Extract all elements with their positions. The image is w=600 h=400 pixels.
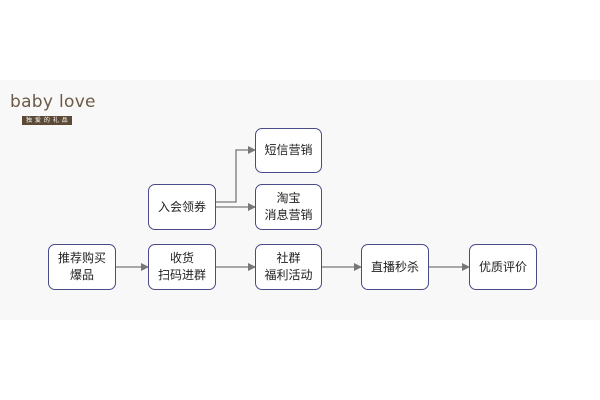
node-recommend-buy-label: 推荐购买 爆品 xyxy=(57,251,106,282)
node-taobao-marketing: 淘宝 消息营销 xyxy=(255,184,322,230)
node-sms-marketing: 短信营销 xyxy=(255,128,322,173)
node-receive-scan-label: 收货 扫码进群 xyxy=(157,251,206,282)
node-community-activity-label: 社群 福利活动 xyxy=(264,251,313,282)
arrow-join-to-sms xyxy=(216,146,256,203)
logo-text: baby love xyxy=(10,92,96,112)
node-join-coupon-label: 入会领券 xyxy=(157,199,206,214)
node-community-activity: 社群 福利活动 xyxy=(255,244,322,290)
node-receive-scan: 收货 扫码进群 xyxy=(148,244,216,290)
node-live-flash-sale-label: 直播秒杀 xyxy=(370,259,419,274)
node-join-coupon: 入会领券 xyxy=(148,184,216,230)
node-taobao-marketing-label: 淘宝 消息营销 xyxy=(264,191,313,222)
brand-logo: baby love 独 爱 的 礼 品 xyxy=(6,92,96,128)
node-quality-review-label: 优质评价 xyxy=(478,259,527,274)
node-quality-review: 优质评价 xyxy=(469,244,537,290)
node-live-flash-sale: 直播秒杀 xyxy=(361,244,429,290)
node-recommend-buy: 推荐购买 爆品 xyxy=(48,244,116,290)
node-sms-marketing-label: 短信营销 xyxy=(264,143,313,157)
logo-tagline: 独 爱 的 礼 品 xyxy=(22,116,73,125)
